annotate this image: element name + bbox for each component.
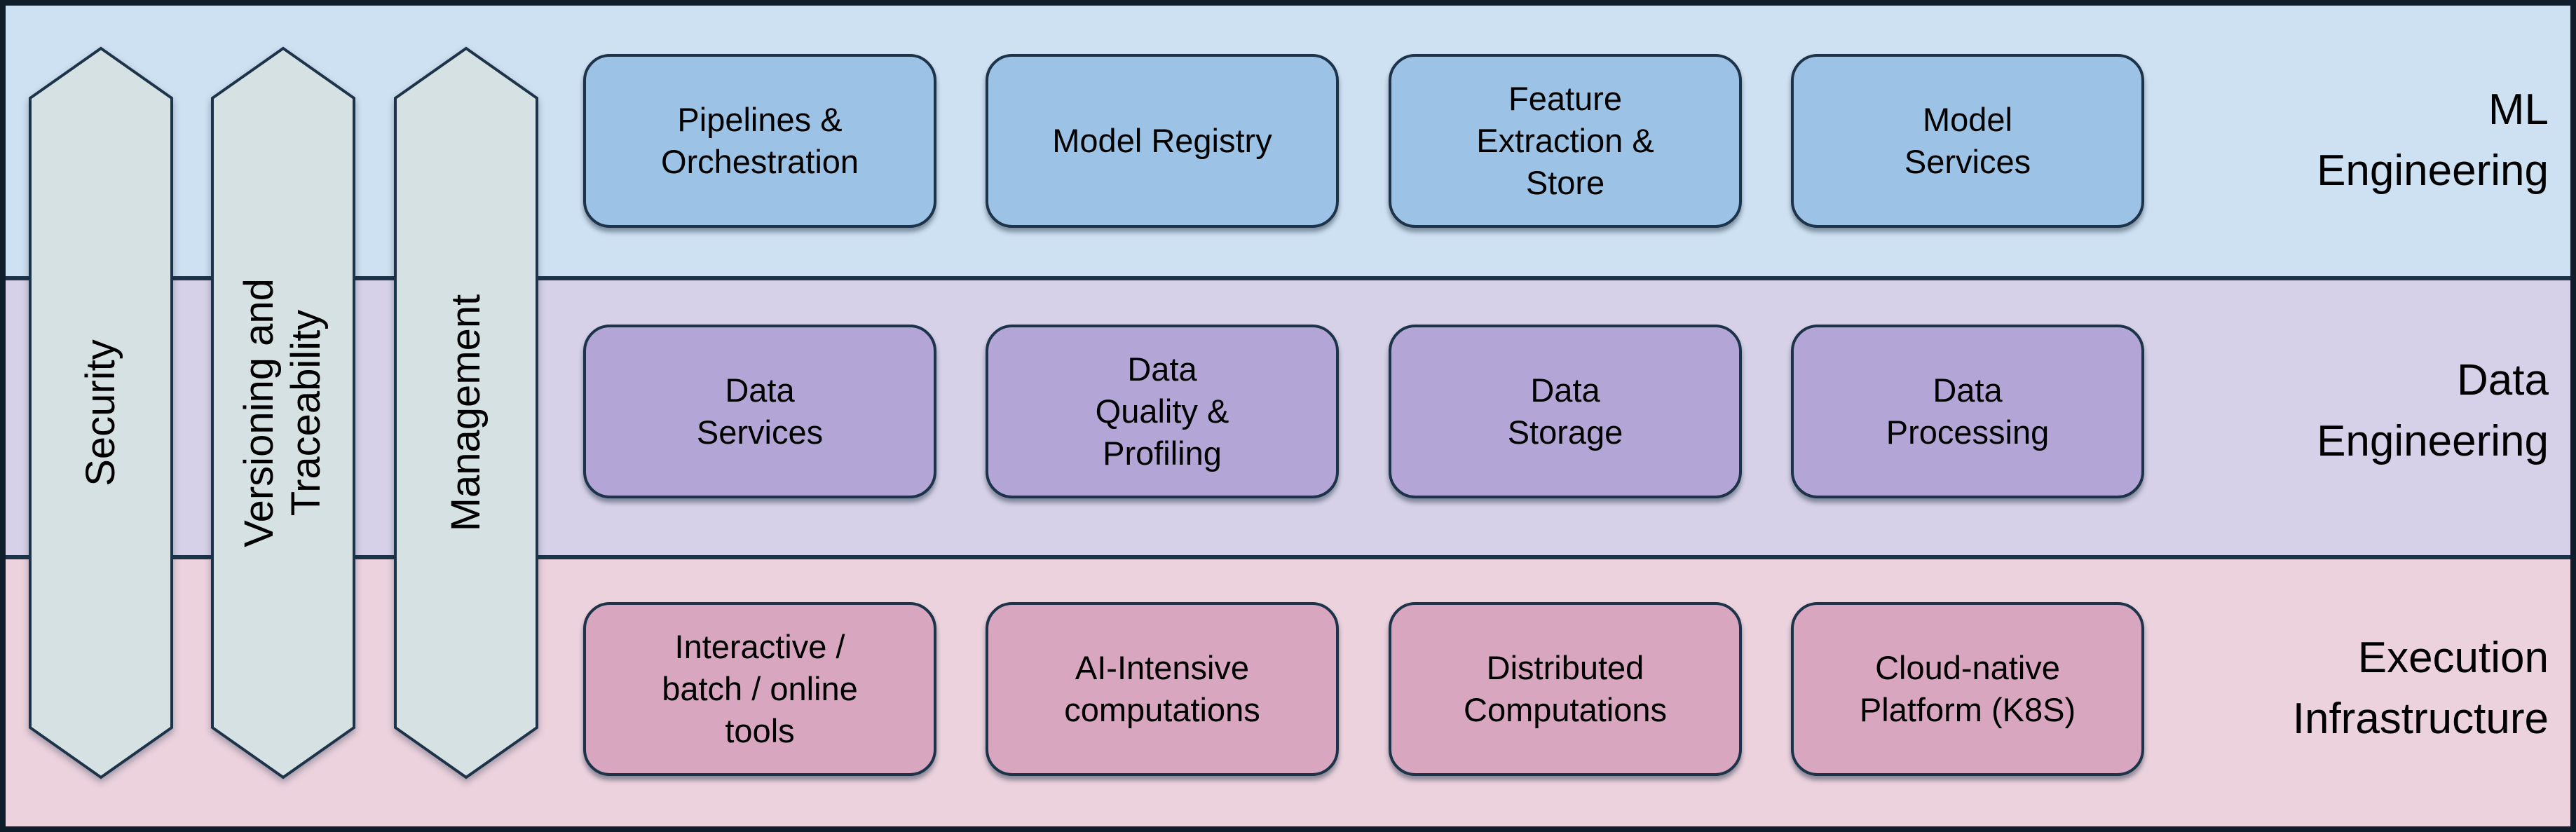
pillar-hexagon-shape: [29, 46, 173, 779]
band-divider-bottom: [0, 555, 2576, 559]
box-pipelines-orchestration: Pipelines & Orchestration: [583, 54, 936, 228]
band-label-execution-infrastructure: Execution Infrastructure: [2292, 634, 2549, 743]
band-label-ml-engineering: ML Engineering: [2317, 86, 2549, 195]
box-cloud-native-platform-k8s: Cloud-native Platform (K8S): [1791, 602, 2144, 776]
box-data-processing: Data Processing: [1791, 325, 2144, 498]
pillar-security: Security: [28, 46, 174, 779]
box-data-quality-profiling: Data Quality & Profiling: [986, 325, 1339, 498]
box-model-services: Model Services: [1791, 54, 2144, 228]
box-data-storage: Data Storage: [1389, 325, 1742, 498]
band-divider-top: [0, 276, 2576, 280]
box-model-registry: Model Registry: [986, 54, 1339, 228]
band-label-data-engineering: Data Engineering: [2317, 356, 2549, 465]
pillar-hexagon-shape: [211, 46, 355, 779]
box-feature-extraction-store: Feature Extraction & Store: [1389, 54, 1742, 228]
pillar-management-label: Management: [442, 294, 489, 532]
pillar-versioning-traceability-label: Versioning and Traceability: [236, 278, 329, 547]
box-data-services: Data Services: [583, 325, 936, 498]
box-ai-intensive-computations: AI-Intensive computations: [986, 602, 1339, 776]
pillar-security-label: Security: [77, 339, 123, 486]
pillar-management: Management: [393, 46, 539, 779]
pillar-hexagon-shape: [394, 46, 538, 779]
box-interactive-batch-online-tools: Interactive / batch / online tools: [583, 602, 936, 776]
pillar-versioning-traceability: Versioning and Traceability: [210, 46, 356, 779]
box-distributed-computations: Distributed Computations: [1389, 602, 1742, 776]
